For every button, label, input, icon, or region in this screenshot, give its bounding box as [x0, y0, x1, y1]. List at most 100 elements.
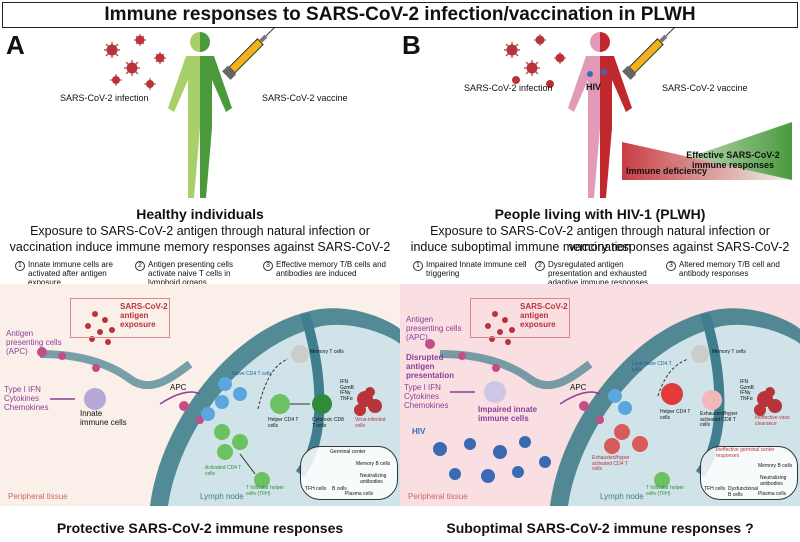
ineffective-clearance-label: Ineffective virus clearance [755, 415, 790, 427]
infection-label-b: SARS-CoV-2 infection [464, 83, 553, 93]
cytokine-ifng: IFNγ [740, 390, 751, 396]
apc-short-a: APC [170, 383, 187, 392]
hiv-particles [433, 436, 551, 483]
memory-b-label-a: Memory B cells [356, 461, 391, 467]
vaccine-label-b: SARS-CoV-2 vaccine [662, 83, 748, 93]
syringe-icon [222, 28, 277, 80]
germinal-center-box-b [700, 446, 798, 500]
step-text: Antigen presenting cells activate naive … [148, 260, 233, 287]
lymph-label-b: Lymph node [600, 492, 644, 501]
healthy-human-figure-icon [168, 32, 232, 198]
ineffective-gc-label: Ineffective germinal center responses [716, 447, 775, 459]
tfh-label-b: T follicular helper cells (TFH) [646, 485, 684, 497]
cytokine-gzmb: GzmB [340, 384, 354, 391]
plasma-label-a: Plasma cells [345, 491, 374, 497]
disrupted-label: Disrupted antigen presentation [406, 353, 455, 380]
peripheral-label-b: Peripheral tissue [408, 492, 468, 501]
cytotoxic-cd8-label: Cytotoxic CD8 T cells [312, 417, 344, 429]
cytokine-tnfa: TNFα [340, 395, 353, 402]
germinal-center-box-a [300, 446, 398, 500]
apc-label-a: Antigen presenting cells (APC) [6, 329, 62, 356]
step-text: Altered memory T/B cell and antibody res… [679, 260, 780, 278]
ifn-label-b: Type I IFN Cytokines Chemokines [404, 383, 449, 410]
vaccine-label-a: SARS-CoV-2 vaccine [262, 93, 348, 103]
step-number: 3 [263, 261, 273, 271]
description-a-line1: Exposure to SARS-CoV-2 antigen through n… [30, 224, 370, 238]
figure-title: Immune responses to SARS-CoV-2 infection… [2, 2, 798, 28]
antigen-box-b [470, 298, 570, 338]
footer-b: Suboptimal SARS-CoV-2 immune responses ? [446, 520, 754, 536]
cytokine-ifn: IFN [340, 379, 349, 385]
step-number: 3 [666, 261, 676, 271]
cytokine-tnfa: TNFα [740, 395, 753, 402]
immune-deficiency-gradient [622, 142, 792, 180]
cytokine-list-b: IFN GzmB IFNγ TNFα [740, 379, 760, 402]
antigen-exposure-a: SARS-CoV-2 antigen exposure [120, 302, 168, 329]
exhausted-cd4-label: Exhausted/hyper activated CD4 T cells [592, 455, 630, 472]
impaired-innate-label: Impaired innate immune cells [478, 405, 538, 423]
step-number: 1 [413, 261, 423, 271]
heading-plwh: People living with HIV-1 (PLWH) [494, 206, 706, 222]
ifn-label-a: Type I IFN Cytokines Chemokines [4, 385, 49, 412]
neutralizing-label-a: Neutralizing antibodies [360, 473, 387, 485]
footer-a: Protective SARS-CoV-2 immune responses [56, 520, 344, 536]
cytokine-list-a: IFN GzmB IFNγ TNFα [340, 379, 360, 402]
less-naive-label: Less naive CD4 T cells [632, 361, 672, 373]
b-cells-label-a: B cells [332, 486, 347, 492]
step-b-1: 1 Impaired Innate immune cell triggering [413, 260, 531, 279]
step-b-2: 2 Dysregulated antigen presentation and … [535, 260, 663, 287]
plwh-human-figure-icon [568, 32, 632, 198]
neutralizing-label-b: Neutralizing antibodies [760, 475, 787, 487]
antigen-box-a [70, 298, 170, 338]
plasma-label-b: Plasma cells [758, 491, 787, 497]
hiv-label-b: HIV [586, 82, 602, 92]
cytokine-ifng: IFNγ [340, 390, 351, 396]
panel-b-tissue-diagram [400, 284, 800, 506]
step-number: 1 [15, 261, 25, 271]
tfh-label-a: T follicular helper cells (TFH) [246, 485, 284, 497]
activated-cd4-label: Activated CD4 T cells [205, 465, 242, 477]
germinal-center-label-a: Germinal center [330, 449, 366, 455]
memory-t-label-b: Memory T cells [712, 349, 746, 355]
dysfunctional-b-label: Dysfunctional B cells [728, 486, 759, 498]
description-a-line2: vaccination induce immune memory respons… [9, 240, 391, 254]
hiv-virus-icon [587, 69, 607, 77]
cytokine-ifn: IFN [740, 379, 749, 385]
gradient-top-label: Effective SARS-CoV-2 immune responses [686, 150, 780, 171]
panel-b-illustration [504, 28, 792, 198]
step-number: 2 [535, 261, 545, 271]
step-b-3: 3 Altered memory T/B cell and antibody r… [666, 260, 798, 279]
step-text: Dysregulated antigen presentation and ex… [548, 260, 649, 287]
peripheral-label-a: Peripheral tissue [8, 492, 68, 501]
step-text: Effective memory T/B cells and antibodie… [276, 260, 386, 278]
lymph-label-a: Lymph node [200, 492, 244, 501]
exhausted-cd8-label: Exhausted/hyper activated CD8 T cells [700, 411, 738, 428]
antigen-exposure-b: SARS-CoV-2 antigen exposure [520, 302, 568, 329]
syringe-icon [622, 28, 677, 80]
panel-a-letter: A [6, 30, 25, 60]
memory-t-label-a: Memory T cells [310, 349, 344, 355]
description-b-line1: Exposure to SARS-CoV-2 antigen through n… [430, 224, 770, 254]
cytokine-gzmb: GzmB [740, 384, 754, 391]
infection-label-a: SARS-CoV-2 infection [60, 93, 149, 103]
naive-cd4-label: Naive CD4 T cells [232, 371, 272, 377]
hiv-label-tissue: HIV [412, 427, 426, 436]
tfh-short-b: TFH cells [704, 486, 726, 492]
innate-label-a: Innate immune cells [80, 409, 127, 427]
step-text: Innate immune cells are activated after … [28, 260, 113, 287]
step-a-2: 2 Antigen presenting cells activate naiv… [135, 260, 259, 287]
step-text: Impaired Innate immune cell triggering [426, 260, 527, 278]
apc-label-b: Antigen presenting cells (APC) [406, 315, 462, 342]
apc-short-b: APC [570, 383, 587, 392]
sars-cov-2-virus-icon [504, 34, 566, 88]
description-b-line2: induce suboptimal immune memory response… [410, 240, 790, 254]
sars-cov-2-virus-icon [104, 34, 166, 90]
step-a-1: 1 Innate immune cells are activated afte… [15, 260, 133, 287]
step-number: 2 [135, 261, 145, 271]
helper-cd4-label-b: Helper CD4 T cells [660, 409, 691, 421]
step-a-3: 3 Effective memory T/B cells and antibod… [263, 260, 397, 279]
tfh-short-a: TFH cells [305, 486, 327, 492]
panel-b-letter: B [402, 30, 421, 60]
helper-cd4-label-a: Helper CD4 T cells [268, 417, 299, 429]
panel-a-illustration [104, 28, 277, 198]
